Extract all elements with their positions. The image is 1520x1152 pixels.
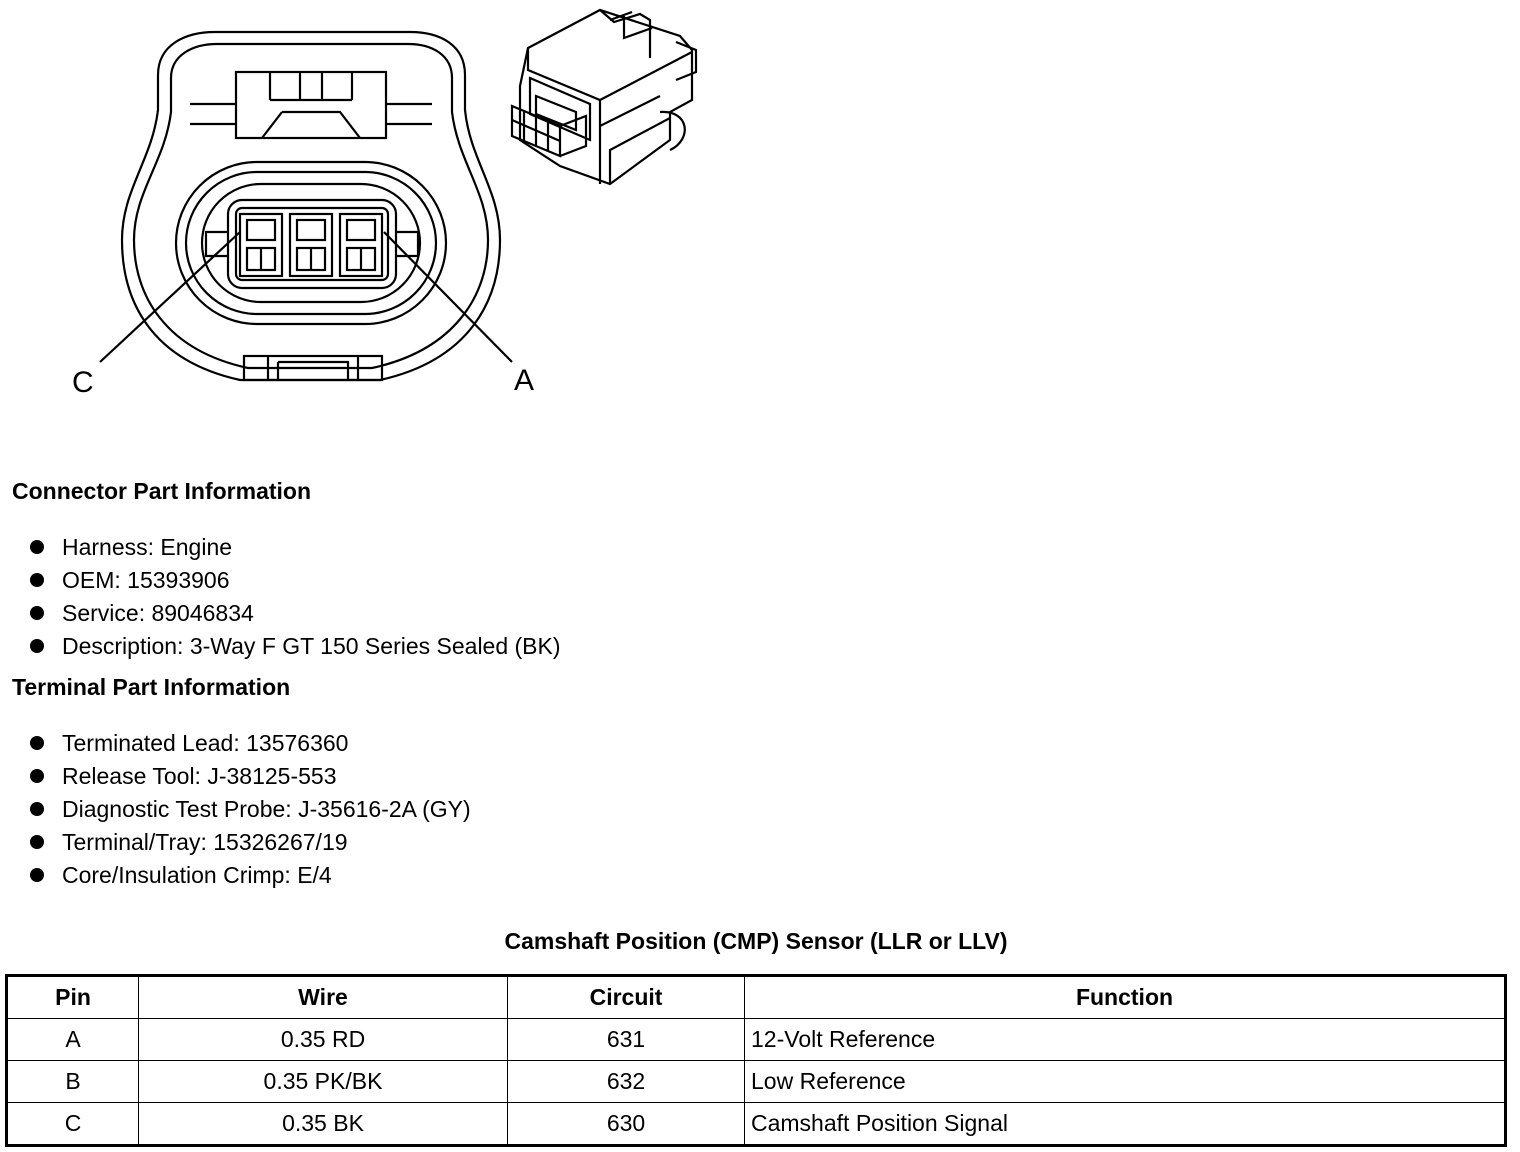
cell-circuit: 631 <box>507 1018 745 1061</box>
cell-function: 12-Volt Reference <box>744 1018 1506 1061</box>
bullet-icon <box>30 802 44 816</box>
table-row: B 0.35 PK/BK 632 Low Reference <box>6 1060 1506 1103</box>
bullet-icon <box>30 769 44 783</box>
table-row: C 0.35 BK 630 Camshaft Position Signal <box>6 1102 1506 1146</box>
table-row: A 0.35 RD 631 12-Volt Reference <box>6 1018 1506 1061</box>
list-item: Description: 3-Way F GT 150 Series Seale… <box>28 630 561 663</box>
pinout-table-title: Camshaft Position (CMP) Sensor (LLR or L… <box>504 928 1008 954</box>
connector-latch <box>234 70 388 140</box>
list-item: Diagnostic Test Probe: J-35616-2A (GY) <box>28 793 471 826</box>
leader-line-c <box>99 231 241 363</box>
bullet-icon <box>30 835 44 849</box>
cell-function: Camshaft Position Signal <box>744 1102 1506 1146</box>
list-item: Terminal/Tray: 15326267/19 <box>28 826 471 859</box>
cell-wire: 0.35 BK <box>138 1102 508 1146</box>
cell-wire: 0.35 RD <box>138 1018 508 1061</box>
connector-outer-shell <box>120 30 502 382</box>
cell-pin: B <box>6 1060 139 1103</box>
column-header-circuit: Circuit <box>507 975 745 1019</box>
cell-wire: 0.35 PK/BK <box>138 1060 508 1103</box>
bullet-icon <box>30 606 44 620</box>
pinout-table: Pin Wire Circuit Function A 0.35 RD 631 … <box>5 974 1507 1147</box>
terminal-info-title: Terminal Part Information <box>12 674 291 700</box>
connector-info-list: Harness: Engine OEM: 15393906 Service: 8… <box>28 531 561 663</box>
bullet-icon <box>30 573 44 587</box>
cell-circuit: 632 <box>507 1060 745 1103</box>
cell-circuit: 630 <box>507 1102 745 1146</box>
bullet-icon <box>30 736 44 750</box>
list-item: OEM: 15393906 <box>28 564 561 597</box>
pin-label-c: C <box>72 366 94 399</box>
column-header-wire: Wire <box>138 975 508 1019</box>
column-header-pin: Pin <box>6 975 139 1019</box>
connector-diagram: C A <box>72 8 698 399</box>
column-header-function: Function <box>744 975 1506 1019</box>
table-header-row: Pin Wire Circuit Function <box>6 975 1506 1019</box>
pin-label-a: A <box>514 364 534 397</box>
terminal-cavity-b <box>288 212 334 278</box>
connector-info-title: Connector Part Information <box>12 478 312 504</box>
connector-bottom-key <box>242 354 384 382</box>
list-item: Harness: Engine <box>28 531 561 564</box>
bullet-icon <box>30 540 44 554</box>
list-item: Core/Insulation Crimp: E/4 <box>28 859 471 892</box>
bullet-icon <box>30 639 44 653</box>
leader-line-a <box>383 231 513 363</box>
terminal-cavity-a <box>338 212 384 278</box>
connector-isometric-view <box>510 8 698 186</box>
terminal-info-list: Terminated Lead: 13576360 Release Tool: … <box>28 727 471 892</box>
list-item: Service: 89046834 <box>28 597 561 630</box>
list-item: Terminated Lead: 13576360 <box>28 727 471 760</box>
bullet-icon <box>30 868 44 882</box>
cell-function: Low Reference <box>744 1060 1506 1103</box>
list-item: Release Tool: J-38125-553 <box>28 760 471 793</box>
cell-pin: A <box>6 1018 139 1061</box>
terminal-cavity-c <box>238 212 284 278</box>
cell-pin: C <box>6 1102 139 1146</box>
